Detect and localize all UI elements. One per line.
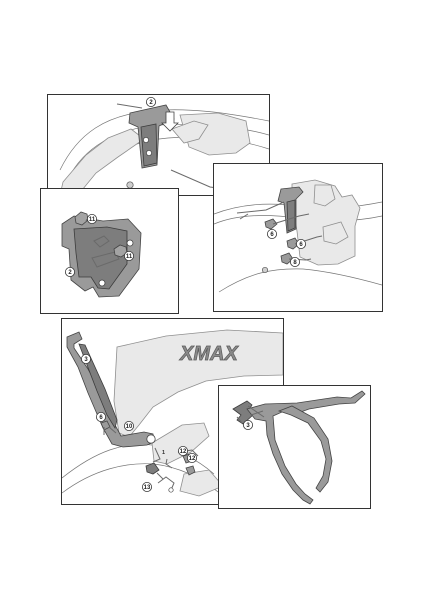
bracket-detail-panel: 11 11 2 [40, 188, 179, 314]
mount-callout-6-right-label: 6 [299, 242, 303, 248]
top-main-callout-2-label: 2 [149, 100, 153, 106]
bracket-callout-11-lower: 11 [124, 251, 135, 262]
bottom-callout-10-label: 10 [126, 424, 133, 430]
top-main-callout-2: 2 [146, 97, 157, 107]
bottom-callout-3: 3 [80, 354, 91, 365]
mount-detail-illustration: 6 6 8 [214, 179, 382, 293]
mount-callout-8-label: 8 [293, 260, 297, 266]
mount-callout-6-right: 6 [296, 239, 307, 250]
bottom-callout-12-lower-label: 12 [189, 456, 196, 462]
frame-callout-3-label: 3 [246, 423, 250, 429]
frame-detail-illustration: 3 [232, 390, 366, 505]
bottom-callout-12-lower: 12 [187, 452, 198, 463]
bottom-callout-12-upper-label: 12 [180, 449, 187, 455]
frame-detail-panel: 3 [218, 385, 371, 509]
mount-callout-6-left-label: 6 [270, 232, 274, 238]
bracket-detail-illustration: 11 11 2 [61, 211, 142, 298]
mount-detail-panel: 6 6 8 [213, 163, 383, 312]
top-main-panel: 2 [47, 94, 270, 196]
bottom-callout-6: 6 [96, 412, 107, 423]
bracket-callout-11-upper: 11 [87, 213, 98, 224]
bottom-small-label: 1 [162, 450, 165, 456]
frame-callout-3: 3 [242, 420, 253, 431]
mount-callout-6-left: 6 [267, 229, 278, 240]
bottom-callout-13: 13 [142, 481, 153, 492]
bottom-main-illustration: XMAX 1 3 6 10 12 [62, 329, 283, 497]
bracket-callout-2-label: 2 [68, 270, 72, 276]
top-main-illustration: 2 [59, 97, 269, 195]
bottom-callout-3-label: 3 [84, 357, 88, 363]
bottom-callout-10: 10 [124, 421, 135, 432]
bottom-callout-12-upper: 12 [178, 446, 189, 457]
bracket-callout-11-upper-label: 11 [89, 217, 96, 223]
bracket-callout-11-lower-label: 11 [126, 254, 133, 260]
bottom-callout-13-label: 13 [144, 485, 151, 491]
mount-callout-8: 8 [290, 257, 301, 268]
bottom-callout-6-label: 6 [99, 415, 103, 421]
brand-text: XMAX [179, 343, 239, 365]
bracket-callout-2: 2 [64, 267, 75, 278]
